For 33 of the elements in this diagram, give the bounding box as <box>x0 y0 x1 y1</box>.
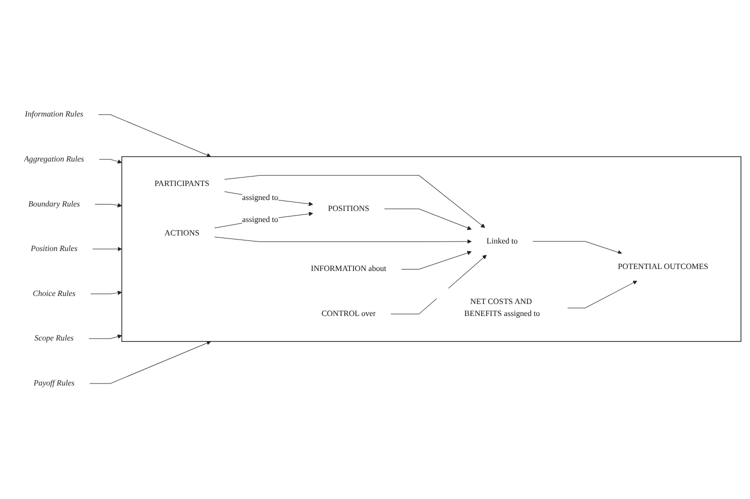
node-text: Scope Rules <box>34 334 74 344</box>
edge-label: assigned to <box>242 194 278 202</box>
node-text: POSITIONS <box>328 204 370 214</box>
node-text: Choice Rules <box>32 290 76 298</box>
node-text: Linked to <box>486 237 518 246</box>
arrow <box>214 212 314 229</box>
arrow <box>98 160 122 164</box>
node-text: ACTIONS <box>164 230 200 238</box>
node-text: Information Rules <box>24 110 84 120</box>
cluster <box>121 156 742 342</box>
node-text: NET COSTS AND BENEFITS assigned to <box>464 298 540 318</box>
arrow <box>224 192 314 207</box>
node-text: CONTROL over <box>322 310 376 318</box>
node-text: Position Rules <box>30 244 78 254</box>
arrow <box>401 251 472 270</box>
arrow <box>532 242 622 255</box>
edge-label: assigned to <box>242 216 278 224</box>
node-text: INFORMATION about <box>310 265 386 274</box>
arrow <box>98 114 212 158</box>
arrow <box>214 237 472 244</box>
node-text: PARTICIPANTS <box>154 180 210 189</box>
node-text: Boundary Rules <box>28 200 80 209</box>
node-text: Payoff Rules <box>34 379 75 388</box>
arrow <box>88 334 122 340</box>
node-text: POTENTIAL OUTCOMES <box>618 263 708 272</box>
arrow <box>89 341 212 384</box>
arrow <box>92 247 122 252</box>
arrow <box>94 204 122 208</box>
arrow <box>224 176 486 228</box>
node-text: Aggregation Rules <box>24 155 84 164</box>
arrow <box>567 281 638 309</box>
arrow <box>384 209 472 230</box>
arrow <box>90 291 122 296</box>
